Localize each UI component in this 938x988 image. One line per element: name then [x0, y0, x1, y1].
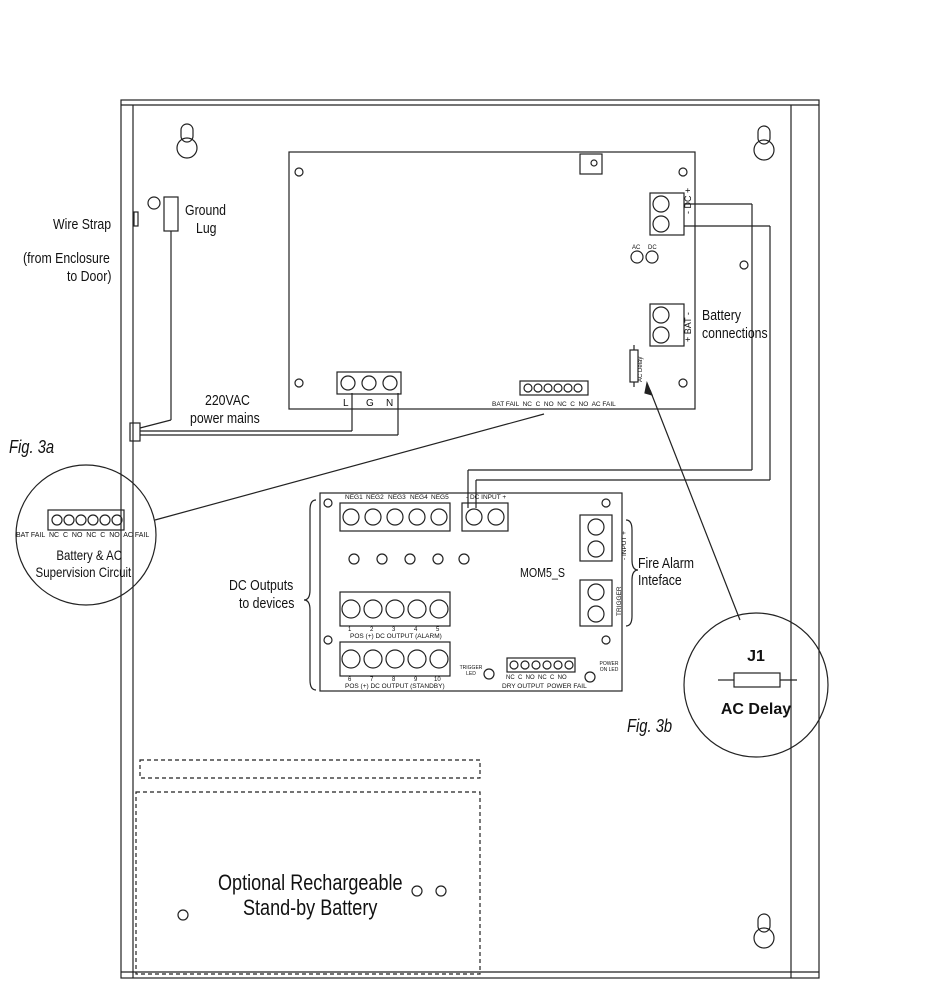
board-pot: [579, 153, 603, 175]
trigger-label: TRIGGER: [616, 586, 623, 616]
dc-outputs-label-2: to devices: [239, 595, 295, 612]
from-enclosure-label: (from Enclosure: [23, 250, 110, 267]
ac-led-label: AC: [632, 245, 641, 251]
mom-board: [319, 492, 623, 692]
alarm-num-4: 4: [414, 627, 418, 633]
input-label: - INPUT +: [621, 531, 628, 560]
dry-output-label: DRY OUTPUT: [502, 683, 545, 690]
j1-label: J1: [747, 648, 765, 665]
battery-top: [139, 759, 481, 779]
fig3a-circle: [15, 464, 157, 606]
standby-num-9: 9: [414, 677, 418, 683]
standby-caption: POS (+) DC OUTPUT (STANDBY): [345, 683, 445, 690]
terminal-n: N: [386, 398, 394, 409]
mom-board-name: MOM5_S: [520, 565, 566, 580]
lug-label: Lug: [196, 220, 217, 237]
alarm-num-1: 1: [348, 627, 352, 633]
neg2-label: NEG2: [366, 494, 384, 501]
keyhole-bottom-right: [753, 913, 775, 949]
keyhole-top-right: [753, 125, 775, 161]
neg3-label: NEG3: [388, 494, 406, 501]
wire-strap-label: Wire Strap: [53, 216, 112, 233]
supervision-row-label: BAT FAIL NC C NO NC C NO AC FAIL: [492, 401, 616, 408]
battery-connections-1: Battery: [702, 307, 741, 324]
fig3b-circle: [683, 612, 829, 758]
alarm-num-3: 3: [392, 627, 396, 633]
neg4-label: NEG4: [410, 494, 428, 501]
battery-body: [135, 791, 481, 975]
enclosure-outline: [120, 99, 820, 979]
dc-led-label: DC: [648, 245, 657, 251]
fig3a-title-2: Supervision Circuit: [35, 564, 132, 580]
terminal-g: G: [366, 398, 374, 409]
ground-lug: [163, 196, 179, 232]
keyhole-top-left: [176, 123, 198, 159]
fire-alarm-label-2: Inteface: [638, 572, 682, 589]
power-board: [288, 151, 696, 410]
battery-connections-2: connections: [702, 325, 768, 342]
ground-symbol: [147, 196, 161, 210]
power-on-led-label: POWER ON LED: [599, 661, 619, 673]
dc-input-label: - DC INPUT +: [466, 494, 507, 501]
alarm-num-5: 5: [436, 627, 440, 633]
mains-label-2: power mains: [190, 410, 260, 427]
supervision-screws: [523, 383, 583, 393]
fig3a-terminal-row: BAT FAIL NC C NO NC C NO AC FAIL: [16, 532, 150, 539]
power-fail-label: POWER FAIL: [547, 683, 587, 690]
dry-terms-label: NC C NO NC C NO: [506, 675, 567, 681]
fig3a-caption: Fig. 3a: [9, 437, 55, 457]
alarm-caption: POS (+) DC OUTPUT (ALARM): [350, 633, 442, 640]
dc-outputs-label-1: DC Outputs: [229, 577, 294, 594]
standby-num-10: 10: [434, 677, 441, 683]
standby-num-7: 7: [370, 677, 374, 683]
trigger-led-label: TRIGGER LED: [459, 665, 483, 677]
fig3a-title-1: Battery & AC: [56, 547, 123, 563]
ground-label: Ground: [185, 202, 227, 219]
standby-num-6: 6: [348, 677, 352, 683]
to-door-label: to Door): [67, 268, 112, 285]
neg1-label: NEG1: [345, 494, 363, 501]
standby-num-8: 8: [392, 677, 396, 683]
ac-delay-label: AC Delay: [720, 701, 792, 718]
ac-delay-small-label: AC Delay: [638, 356, 644, 382]
fig3b-caption: Fig. 3b: [627, 716, 673, 736]
terminal-l: L: [343, 398, 349, 409]
fire-alarm-label-1: Fire Alarm: [638, 555, 695, 572]
bat-terminal-label: + BAT -: [683, 312, 693, 342]
battery-label-2: Stand-by Battery: [243, 895, 378, 920]
neg5-label: NEG5: [431, 494, 449, 501]
mains-label-1: 220VAC: [205, 392, 250, 409]
battery-label-1: Optional Rechargeable: [218, 870, 403, 895]
alarm-num-2: 2: [370, 627, 374, 633]
dc-terminal-label: - DC +: [683, 187, 693, 214]
